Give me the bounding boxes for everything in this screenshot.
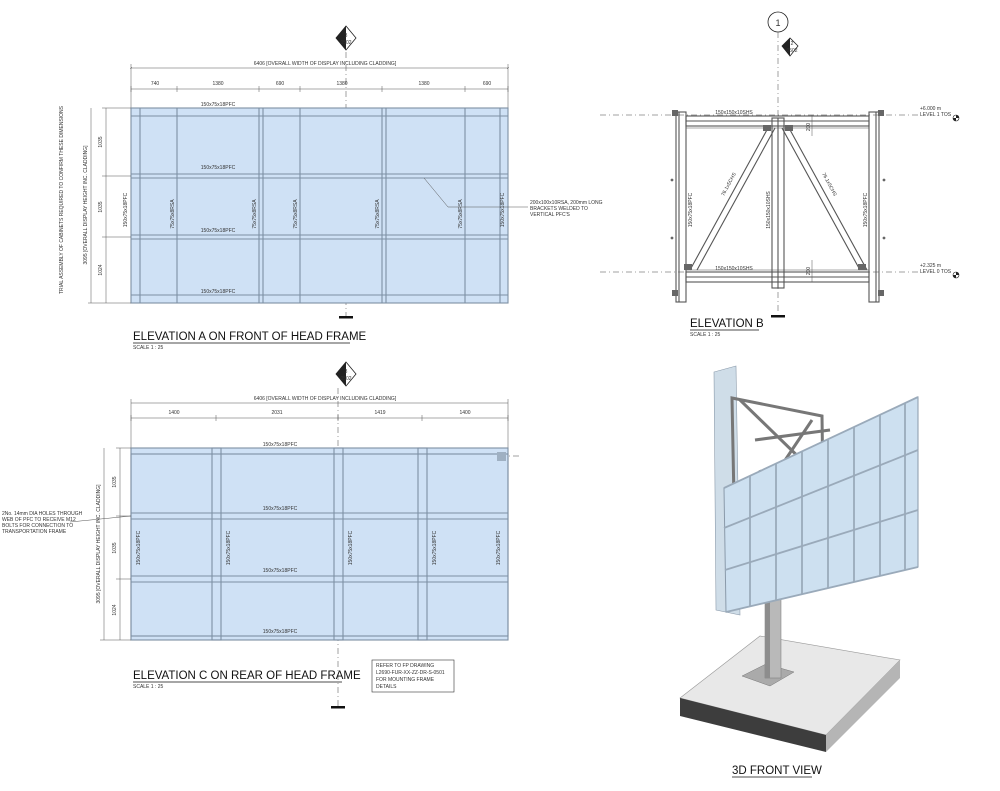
segment-dim: 1400	[459, 410, 470, 416]
beam-label: 150x75x18PFC	[201, 102, 236, 108]
elevation-b: 1 2 0502	[600, 11, 960, 338]
beam-label: 150x75x18PFC	[263, 506, 298, 512]
segment-dim: 690	[483, 81, 492, 87]
elevation-c: 3 0502 6406 [OVERALL WIDTH OF DISPLAY IN…	[2, 361, 520, 709]
angle-label: 75x75x8RSA	[293, 199, 299, 229]
column-label: 150x75x18PFC	[123, 192, 129, 227]
top-member-label: 150x150x10SHS	[715, 110, 753, 116]
segment-dim: 1419	[374, 410, 385, 416]
beam-label: 150x75x18PFC	[201, 165, 236, 171]
column-label: 150x75x18PFC	[500, 192, 506, 227]
refer-note: FOR MOUNTING FRAME	[376, 677, 435, 683]
column-label: 150x75x18PFC	[348, 530, 354, 565]
overall-height-label: 3095 [OVERALL DISPLAY HEIGHT INC. CLADDI…	[96, 484, 102, 604]
elevation-a-title: ELEVATION A ON FRONT OF HEAD FRAME	[133, 331, 367, 343]
section-marker-top: 3	[345, 369, 348, 375]
beam-label: 150x75x18PFC	[263, 568, 298, 574]
level-1-label: LEVEL 1 TOS	[920, 112, 952, 118]
overall-width-label: 6406 [OVERALL WIDTH OF DISPLAY INCLUDING…	[254, 396, 397, 402]
angle-label: 75x75x8RSA	[170, 199, 176, 229]
right-brace-label: 76.1x5CHS	[820, 172, 838, 198]
hole-note: TRANSPORTATION FRAME	[2, 529, 67, 535]
section-marker-bottom: 0502	[786, 48, 797, 54]
trial-assembly-note: TRIAL ASSEMBLY OF CABINETS REQUIRED TO C…	[59, 105, 65, 294]
section-marker-a: 3 0502	[335, 25, 357, 51]
section-marker-bottom: 0502	[340, 376, 351, 382]
elevation-b-title: ELEVATION B	[690, 318, 764, 330]
elevation-a: 3 0502 6406 [OVERALL WIDTH OF DISPLAY IN…	[59, 25, 603, 351]
angle-label: 75x75x8RSA	[458, 199, 464, 229]
elevation-c-scale: SCALE 1 : 25	[133, 684, 164, 690]
bracket-note: VERTICAL PFC'S	[530, 212, 571, 218]
beam-label: 150x75x18PFC	[201, 228, 236, 234]
column-label: 150x75x18PFC	[136, 530, 142, 565]
segment-dim: 690	[276, 81, 285, 87]
elevation-a-scale: SCALE 1 : 25	[133, 345, 164, 351]
hole-note: WEB OF PFC TO RECEIVE M12	[2, 517, 76, 523]
column-label: 150x75x18PFC	[496, 530, 502, 565]
refer-note-box	[371, 659, 455, 693]
view-3d: 3D FRONT VIEW	[679, 365, 919, 778]
bottom-member-label: 150x150x10SHS	[715, 266, 753, 272]
beam-label: 150x75x18PFC	[201, 289, 236, 295]
section-marker-c: 3 0502	[335, 361, 357, 387]
overall-height-label: 3095 [OVERALL DISPLAY HEIGHT INC. CLADDI…	[83, 145, 89, 265]
bracket-note: 200x100x10RSA, 200mm LONG	[530, 200, 603, 206]
level-0-value: +2.325 m	[920, 263, 941, 269]
right-column-label: 150x75x18PFC	[863, 192, 869, 227]
segment-dim: 2031	[271, 410, 282, 416]
refer-note: REFER TO FP DRAWING	[376, 663, 434, 669]
refer-note: L2690-FUR-XX-ZZ-DR-S-0501	[376, 670, 445, 676]
segment-dim: 1380	[418, 81, 429, 87]
beam-label: 150x75x18PFC	[263, 442, 298, 448]
segment-dim: 1400	[168, 410, 179, 416]
row-dim: 1035	[112, 476, 118, 487]
level-1-value: +6.000 m	[920, 106, 941, 112]
row-dim: 1024	[112, 604, 118, 615]
column-label: 150x75x18PFC	[432, 530, 438, 565]
level-0-label: LEVEL 0 TOS	[920, 269, 952, 275]
view-3d-title: 3D FRONT VIEW	[732, 765, 822, 777]
column-label: 150x75x18PFC	[226, 530, 232, 565]
angle-label: 75x75x8RSA	[375, 199, 381, 229]
segment-dim: 1380	[336, 81, 347, 87]
row-dim: 1035	[112, 542, 118, 553]
level-1-marker: +6.000 m LEVEL 1 TOS	[920, 106, 960, 122]
section-marker-top: 2	[791, 41, 794, 47]
segment-dim: 1380	[212, 81, 223, 87]
refer-note: DETAILS	[376, 684, 397, 690]
bracket-note: BRACKETS WELDED TO	[530, 206, 588, 212]
display-cladding	[131, 108, 508, 303]
beam-label: 150x75x18PFC	[263, 629, 298, 635]
hole-note: BOLTS FOR CONNECTION TO	[2, 523, 73, 529]
row-dim: 1035	[98, 136, 104, 147]
hole-note: 2No. 14mm DIA HOLES THROUGH	[2, 511, 83, 517]
section-marker-bottom: 0502	[340, 40, 351, 46]
left-brace-label: 76.1x5CHS	[720, 171, 738, 197]
dim-top: 200	[806, 123, 812, 132]
row-dim: 1035	[98, 201, 104, 212]
grid-marker-label: 1	[775, 18, 780, 28]
section-marker-top: 3	[345, 33, 348, 39]
row-dim: 1024	[98, 264, 104, 275]
elevation-c-title: ELEVATION C ON REAR OF HEAD FRAME	[133, 670, 361, 682]
segment-dim: 740	[151, 81, 160, 87]
level-0-marker: +2.325 m LEVEL 0 TOS	[920, 263, 960, 279]
section-marker-b: 2 0502	[781, 37, 799, 57]
angle-label: 75x75x8RSA	[252, 199, 258, 229]
display-cladding-rear	[131, 448, 508, 640]
elevation-b-scale: SCALE 1 : 25	[690, 332, 721, 338]
overall-width-label: 6406 [OVERALL WIDTH OF DISPLAY INCLUDING…	[254, 61, 397, 67]
dim-bottom: 200	[806, 267, 812, 276]
left-column-label: 150x75x18PFC	[688, 192, 694, 227]
centre-column-label: 150x150x10SHS	[766, 191, 772, 229]
